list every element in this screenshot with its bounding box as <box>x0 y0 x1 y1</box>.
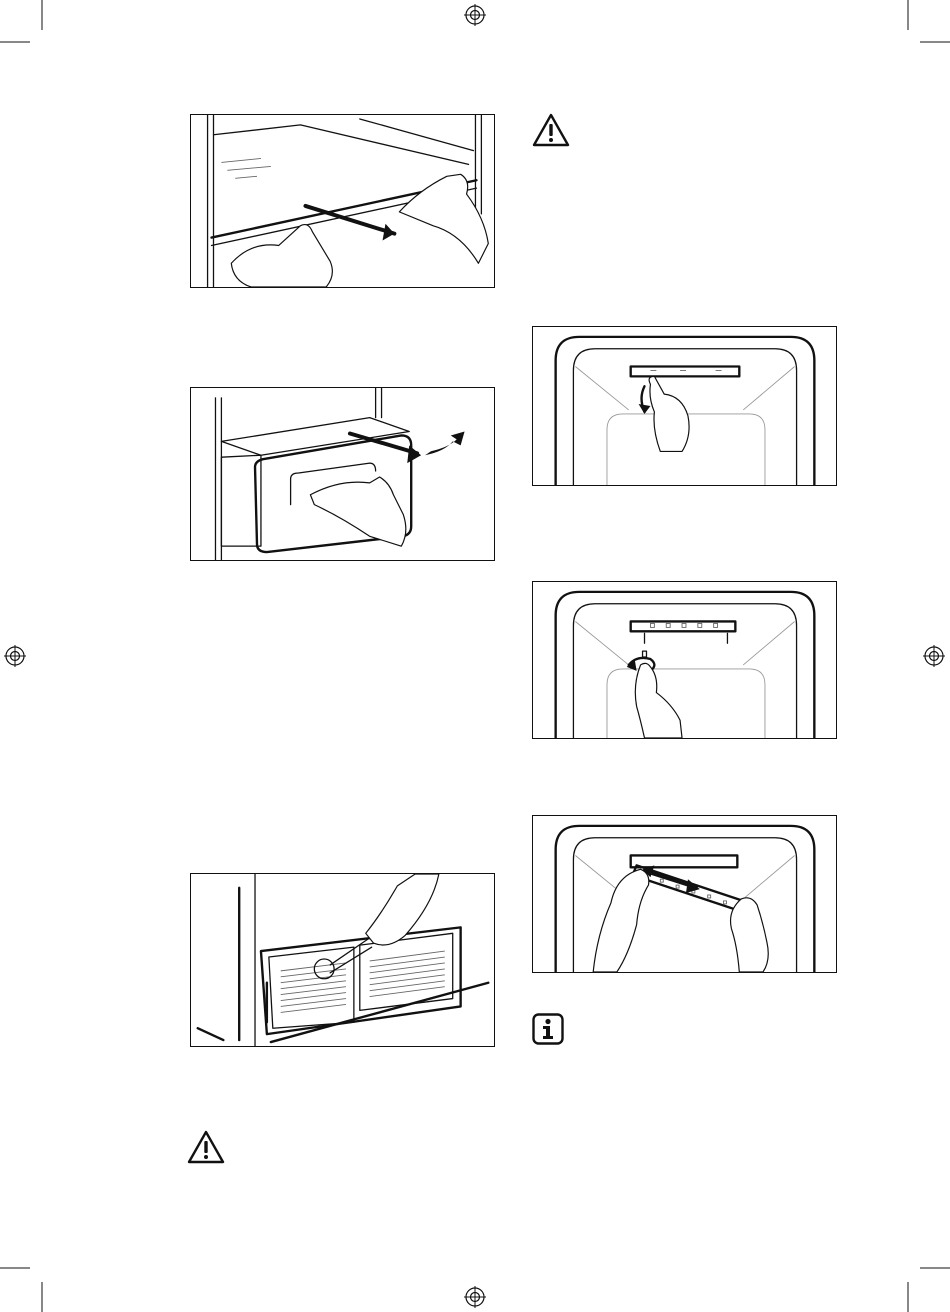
warning-icon <box>532 113 570 147</box>
figure-clean-filter <box>190 873 495 1047</box>
registration-mark-top <box>464 4 486 26</box>
warning-icon <box>187 1130 225 1164</box>
info-icon <box>532 1013 564 1045</box>
figure-lamp-cover-release <box>532 326 837 486</box>
registration-mark-bottom <box>464 1286 486 1308</box>
figure-lamp-cover-unscrew <box>532 581 837 739</box>
figure-remove-drawer <box>190 387 495 561</box>
figure-remove-shelf <box>190 114 495 288</box>
registration-mark-right <box>923 645 945 667</box>
figure-lamp-strip-remove <box>532 815 837 973</box>
registration-mark-left <box>4 645 26 667</box>
